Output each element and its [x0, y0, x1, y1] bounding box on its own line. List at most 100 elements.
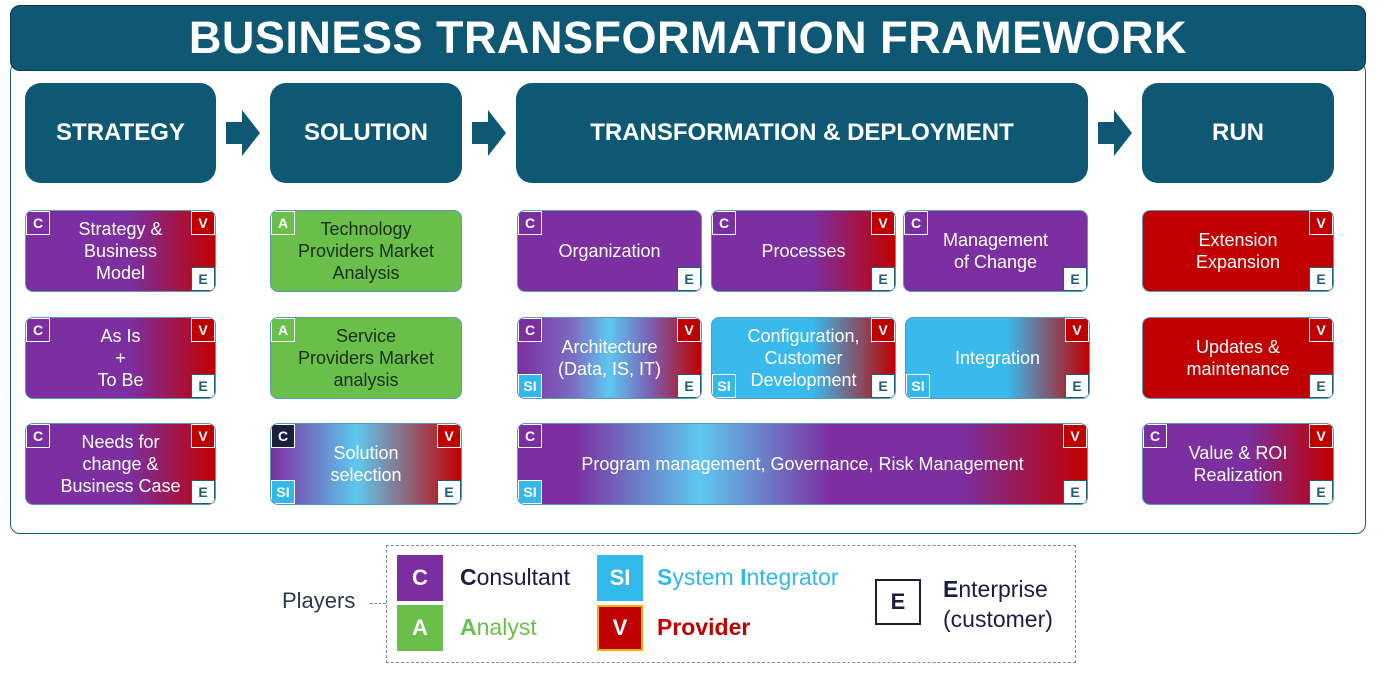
provider-badge: V: [437, 424, 461, 448]
box-label: Program management, Governance, Risk Man…: [581, 454, 1024, 474]
consultant-badge: C: [271, 424, 295, 448]
provider-badge: V: [1309, 424, 1333, 448]
integrator-badge: SI: [518, 374, 542, 398]
integrator-badge: SI: [271, 480, 295, 504]
box-label: Strategy & Business Model: [78, 219, 163, 283]
box-solution-selection: Solution selection C V E SI: [270, 423, 462, 505]
legend-enterprise-badge: E: [875, 579, 921, 625]
analyst-badge: A: [271, 211, 295, 235]
consultant-badge: C: [518, 211, 542, 235]
box-label: Technology Providers Market Analysis: [297, 219, 435, 283]
box-label: Organization: [558, 241, 661, 261]
box-label: As Is + To Be: [97, 326, 144, 390]
enterprise-badge: E: [1309, 267, 1333, 291]
legend-initial: I: [740, 564, 747, 590]
box-program-management: Program management, Governance, Risk Man…: [517, 423, 1088, 505]
arrow-right-icon: [226, 110, 260, 156]
consultant-badge: C: [518, 318, 542, 342]
box-management-of-change: Management of Change C E: [903, 210, 1088, 292]
legend-consultant: Consultant: [460, 564, 570, 591]
analyst-badge: A: [271, 318, 295, 342]
consultant-badge: C: [904, 211, 928, 235]
consultant-badge: C: [26, 211, 50, 235]
arrow-right-icon: [1098, 110, 1132, 156]
legend-provider-badge: V: [597, 605, 643, 651]
box-label: Integration: [954, 348, 1041, 368]
box-label: Management of Change: [942, 230, 1049, 272]
legend-text: ystem: [672, 564, 741, 590]
provider-badge: V: [871, 211, 895, 235]
box-label: Updates & maintenance: [1186, 337, 1290, 379]
box-updates: Updates & maintenance V E: [1142, 317, 1334, 399]
integrator-badge: SI: [518, 480, 542, 504]
players-label: Players: [282, 588, 356, 613]
box-architecture: Architecture (Data, IS, IT) C V E SI: [517, 317, 702, 399]
provider-badge: V: [677, 318, 701, 342]
provider-badge: V: [1309, 211, 1333, 235]
legend-initial: A: [460, 614, 477, 640]
box-processes: Processes C V E: [711, 210, 896, 292]
provider-badge: V: [871, 318, 895, 342]
legend-text: nalyst: [476, 614, 537, 640]
box-service-providers: Service Providers Market analysis A: [270, 317, 462, 399]
enterprise-badge: E: [1063, 267, 1087, 291]
box-label: Configuration, Customer Development: [747, 326, 860, 390]
legend-analyst: Analyst: [460, 614, 537, 641]
box-label: Extension Expansion: [1195, 230, 1281, 272]
enterprise-badge: E: [871, 374, 895, 398]
phase-transformation: TRANSFORMATION & DEPLOYMENT: [516, 83, 1088, 183]
phase-strategy: STRATEGY: [25, 83, 216, 183]
enterprise-badge: E: [677, 374, 701, 398]
phase-run: RUN: [1142, 83, 1334, 183]
box-label: Solution selection: [330, 443, 402, 485]
provider-badge: V: [191, 318, 215, 342]
legend-integrator-badge: SI: [597, 555, 643, 601]
enterprise-badge: E: [191, 480, 215, 504]
consultant-badge: C: [26, 424, 50, 448]
consultant-badge: C: [712, 211, 736, 235]
box-label: Value & ROI Realization: [1188, 443, 1288, 485]
box-label: Architecture (Data, IS, IT): [557, 337, 662, 379]
box-tech-providers: Technology Providers Market Analysis A: [270, 210, 462, 292]
box-label: Service Providers Market analysis: [297, 326, 435, 390]
box-label: Processes: [761, 241, 846, 261]
integrator-badge: SI: [906, 374, 930, 398]
enterprise-badge: E: [191, 267, 215, 291]
legend-text: onsultant: [476, 564, 570, 590]
box-value-roi: Value & ROI Realization C V E: [1142, 423, 1334, 505]
legend-initial: S: [657, 564, 673, 590]
legend-integrator: System Integrator: [657, 564, 839, 591]
legend-consultant-badge: C: [397, 555, 443, 601]
consultant-badge: C: [1143, 424, 1167, 448]
legend-initial: C: [460, 564, 477, 590]
legend-connector: [370, 603, 386, 604]
enterprise-badge: E: [1065, 374, 1089, 398]
provider-badge: V: [191, 424, 215, 448]
enterprise-badge: E: [437, 480, 461, 504]
legend-text: ntegrator: [746, 564, 839, 590]
legend: C Consultant A Analyst SI System Integra…: [386, 545, 1076, 663]
consultant-badge: C: [518, 424, 542, 448]
provider-badge: V: [1309, 318, 1333, 342]
box-configuration: Configuration, Customer Development V E …: [711, 317, 896, 399]
legend-enterprise-sub: (customer): [943, 606, 1053, 632]
enterprise-badge: E: [1063, 480, 1087, 504]
provider-badge: V: [191, 211, 215, 235]
legend-text: nterprise: [958, 576, 1048, 602]
box-integration: Integration V E SI: [905, 317, 1090, 399]
legend-provider: Provider: [657, 614, 751, 640]
box-extension: Extension Expansion V E: [1142, 210, 1334, 292]
integrator-badge: SI: [712, 374, 736, 398]
legend-analyst-badge: A: [397, 605, 443, 651]
box-organization: Organization C E: [517, 210, 702, 292]
enterprise-badge: E: [1309, 480, 1333, 504]
legend-enterprise: Enterprise: [943, 576, 1048, 603]
arrow-right-icon: [472, 110, 506, 156]
box-as-is-to-be: As Is + To Be C V E: [25, 317, 216, 399]
provider-badge: V: [1063, 424, 1087, 448]
phase-solution: SOLUTION: [270, 83, 462, 183]
box-needs-for-change: Needs for change & Business Case C V E: [25, 423, 216, 505]
consultant-badge: C: [26, 318, 50, 342]
box-label: Needs for change & Business Case: [60, 432, 181, 496]
box-strategy-business-model: Strategy & Business Model C V E: [25, 210, 216, 292]
